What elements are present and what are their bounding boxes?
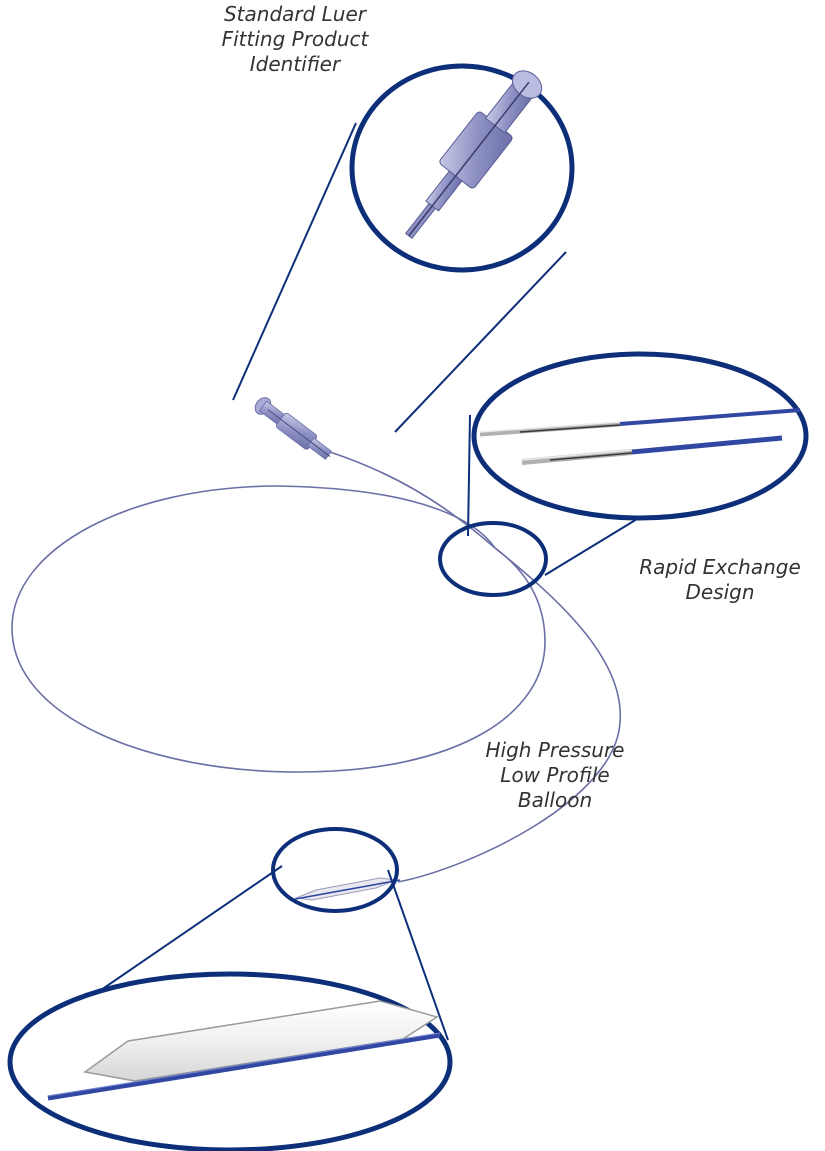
balloon-label-line-2: Low Profile [430,763,680,788]
balloon-small-ring [273,829,397,911]
luer-label-line-2: Fitting Product [195,27,395,52]
rx-label-line-1: Rapid Exchange [615,555,825,580]
luer-hub-small [252,395,336,464]
rx-magnified-ring [474,354,806,518]
balloon-callout [10,829,450,1150]
luer-fitting-label: Standard Luer Fitting Product Identifier [195,2,395,77]
balloon-label-line-3: Balloon [430,788,680,813]
balloon-label: High Pressure Low Profile Balloon [430,738,680,813]
rx-label-line-2: Design [615,580,825,605]
luer-callout [352,62,572,270]
rx-small-ring [440,523,546,595]
catheter-shaft [12,452,620,882]
rapid-exchange-label: Rapid Exchange Design [615,555,825,605]
balloon-label-line-1: High Pressure [430,738,680,763]
rx-leader-top [468,415,470,536]
luer-label-line-3: Identifier [195,52,395,77]
luer-label-line-1: Standard Luer [195,2,395,27]
luer-leader-left [233,123,356,400]
proximal-shaft [330,452,495,548]
leader-lines [28,123,642,1040]
